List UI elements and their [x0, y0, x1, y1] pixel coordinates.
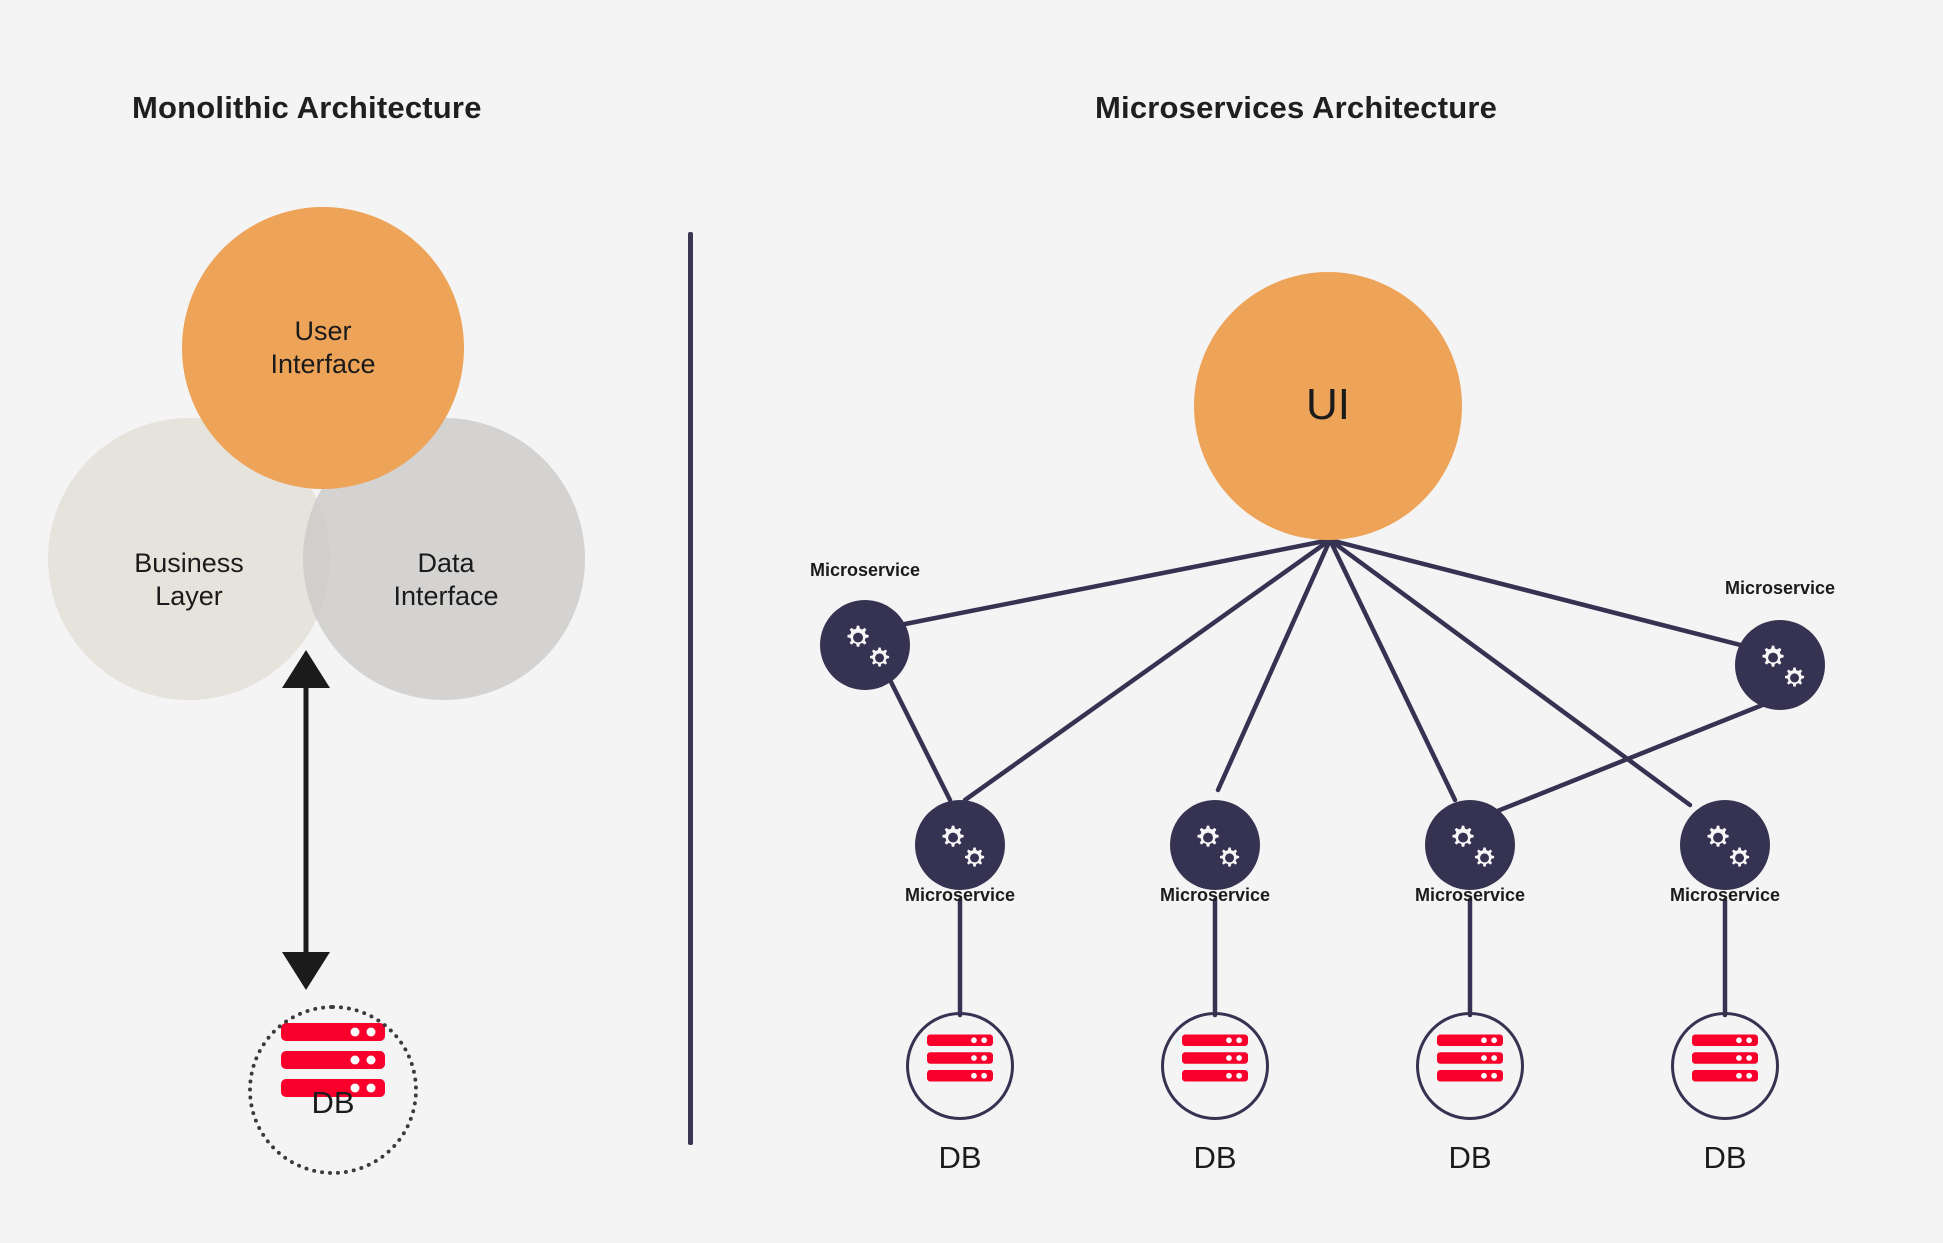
microservices-panel-title: Microservices Architecture	[1095, 90, 1498, 125]
bidirectional-arrow-icon	[282, 650, 330, 990]
database-stack-icon	[1182, 1034, 1248, 1082]
database-label-3: DB	[1448, 1140, 1492, 1175]
database-stack-icon	[1692, 1034, 1758, 1082]
panel-divider	[688, 232, 693, 1145]
ui-hub-node	[1194, 272, 1462, 540]
monolith-database-label: DB	[311, 1085, 355, 1120]
database-label-1: DB	[938, 1140, 982, 1175]
microservice-node-bottom-1	[915, 800, 1005, 890]
database-stack-icon	[927, 1034, 993, 1082]
gears-icon	[1762, 645, 1805, 687]
monolith-database-node	[248, 1005, 418, 1175]
gears-icon	[1707, 825, 1750, 867]
venn-label-data-interface: Data Interface	[393, 548, 499, 611]
database-stack-icon	[1437, 1034, 1503, 1082]
microservice-node-top-left	[820, 600, 910, 690]
venn-label-user-interface: User Interface	[270, 316, 376, 379]
gears-icon	[1197, 825, 1240, 867]
microservice-label-bottom-4: Microservice	[1669, 885, 1781, 905]
microservice-label-bottom-1: Microservice	[904, 885, 1016, 905]
microservice-label-top-left: Microservice	[809, 560, 921, 580]
database-label-2: DB	[1193, 1140, 1237, 1175]
database-label-4: DB	[1703, 1140, 1747, 1175]
gears-icon	[1452, 825, 1495, 867]
venn-label-business-layer: Business Layer	[134, 548, 244, 611]
microservice-label-bottom-3: Microservice	[1414, 885, 1526, 905]
microservice-node-bottom-2	[1170, 800, 1260, 890]
microservice-label-bottom-2: Microservice	[1159, 885, 1271, 905]
gears-icon	[942, 825, 985, 867]
microservice-label-top-right: Microservice	[1724, 578, 1836, 598]
venn-circle-user-interface	[182, 207, 464, 489]
gears-icon	[847, 625, 890, 667]
ui-hub-label: UI	[1306, 380, 1350, 429]
monolithic-panel-title: Monolithic Architecture	[132, 90, 482, 125]
